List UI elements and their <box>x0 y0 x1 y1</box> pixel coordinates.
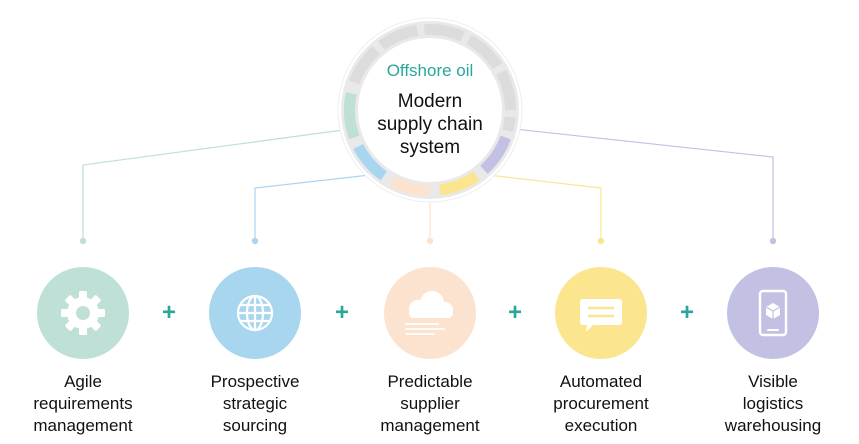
node-logistics-circle <box>727 267 819 359</box>
node-supplier-circle <box>384 267 476 359</box>
globe-icon <box>236 294 274 332</box>
node-label-sourcing: Prospective strategic sourcing <box>210 372 300 435</box>
gear-icon <box>61 291 105 335</box>
connector-procurement <box>487 174 602 240</box>
hub-ring-segment <box>480 135 511 174</box>
hub-ring-segment <box>389 176 431 196</box>
hub-ring <box>344 24 516 196</box>
hub-title: Modern supply chain system <box>377 91 483 158</box>
hub-ring-segment <box>496 69 516 111</box>
connector-dot <box>597 237 605 245</box>
hub-ring-segment <box>344 92 360 140</box>
connector-sourcing <box>254 174 371 240</box>
node-sourcing-circle <box>209 267 301 359</box>
connectors <box>79 127 777 245</box>
plus-sign: + <box>507 299 522 326</box>
node-agile-circle <box>37 267 129 359</box>
hub-ring-segment <box>438 171 480 196</box>
node-label-procurement: Automated procurement execution <box>553 372 649 435</box>
plus-sign: + <box>679 299 694 326</box>
connector-dot <box>769 237 777 245</box>
plus-sign: + <box>334 299 349 326</box>
hub-subtitle: Offshore oil <box>386 61 474 80</box>
connector-dot <box>426 237 434 245</box>
connector-dot <box>79 237 87 245</box>
hub-ring-segment <box>502 116 516 133</box>
chat-icon <box>580 299 622 332</box>
connector-logistics <box>504 127 774 240</box>
mobile-cube-icon <box>758 289 788 337</box>
connector-agile <box>82 127 359 240</box>
node-label-logistics: Visible logistics warehousing <box>724 372 822 435</box>
hub-ring-segment <box>378 25 419 51</box>
cloud-icon <box>405 291 453 335</box>
node-label-supplier: Predictable supplier management <box>380 372 480 435</box>
hub-ring-segment <box>466 34 503 70</box>
node-label-agile: Agile requirements management <box>33 372 133 435</box>
hub-ring-segment <box>353 143 388 181</box>
node-procurement-circle <box>555 267 647 359</box>
hub-ring-segment <box>349 46 380 85</box>
node-circles <box>37 267 819 359</box>
hub <box>337 17 523 203</box>
hub-ring-segment <box>423 24 465 42</box>
connector-dot <box>251 237 259 245</box>
plus-sign: + <box>161 299 176 326</box>
